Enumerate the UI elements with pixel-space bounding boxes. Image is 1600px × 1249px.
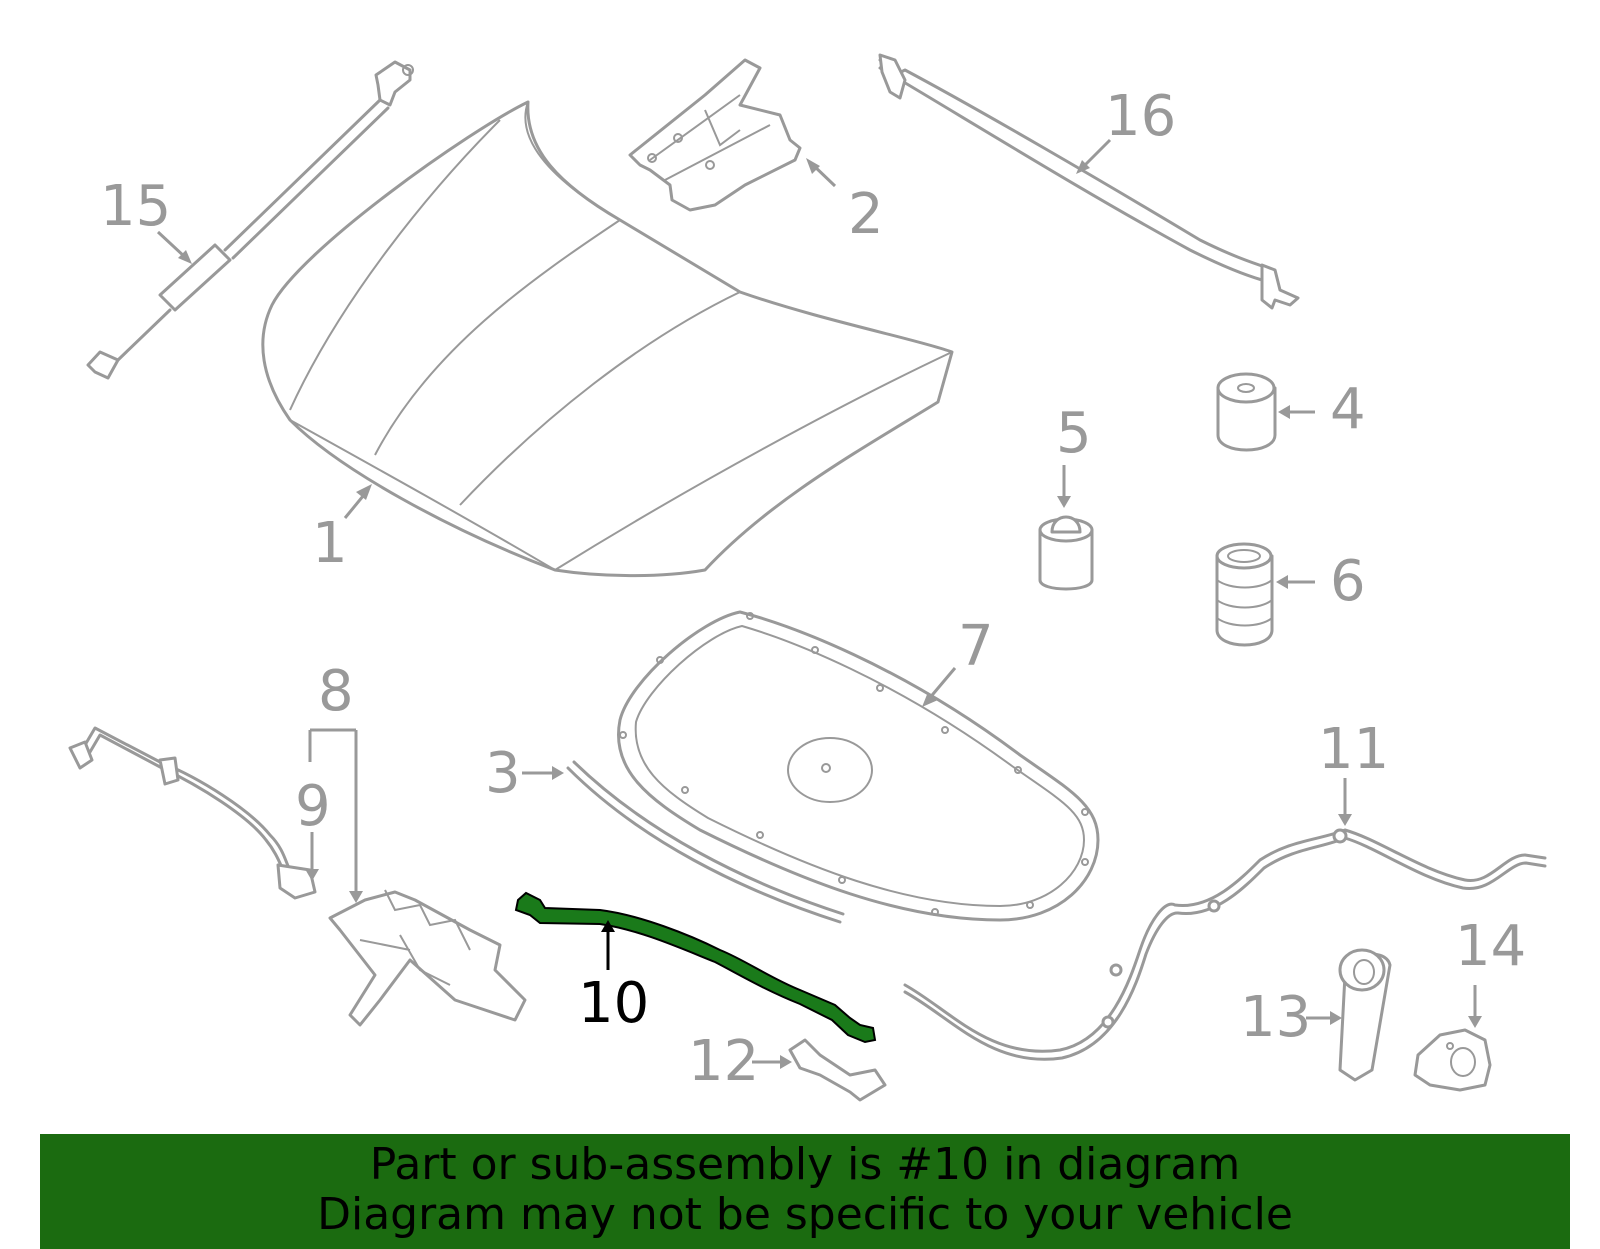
callout-13: 13 [1240,985,1311,1050]
part-11-cable [903,828,1547,1061]
part-9-latch [328,889,527,1027]
part-14-lock [1413,1028,1492,1092]
callout-16: 16 [1105,84,1176,149]
part-15-strut [86,60,414,380]
callout-7: 7 [958,614,994,679]
callout-8: 8 [318,659,354,724]
callout-5: 5 [1056,401,1092,466]
part-4-bumper [1216,372,1277,452]
callout-labels: 1 2 3 4 5 6 7 8 9 10 11 12 13 14 15 16 [100,84,1526,1094]
callout-15: 15 [100,174,171,239]
part-6-bumper [1215,542,1274,647]
callout-3: 3 [485,741,521,806]
part-2-hinge [628,58,802,212]
info-banner: Part or sub-assembly is #10 in diagram D… [40,1134,1570,1249]
part-1-hood [261,100,954,578]
part-3-seal-strip [566,760,845,924]
part-13-handle [1338,948,1392,1082]
part-16-seal [878,53,1300,310]
callout-6: 6 [1330,549,1366,614]
callout-10: 10 [578,971,649,1036]
part-5-bumper [1038,515,1094,591]
leader-arrows [156,138,1482,1069]
part-8-latch-cable [68,726,317,900]
banner-line-2: Diagram may not be specific to your vehi… [317,1189,1293,1240]
callout-12: 12 [688,1029,759,1094]
callout-2: 2 [848,182,884,247]
callout-1: 1 [312,511,348,576]
part-10-prop-rod [514,891,877,1044]
callout-14: 14 [1455,914,1526,979]
part-7-insulator [617,610,1100,922]
banner-line-1: Part or sub-assembly is #10 in diagram [369,1139,1241,1190]
callout-11: 11 [1318,717,1389,782]
callout-4: 4 [1330,377,1366,442]
part-12-bracket [788,1038,887,1102]
callout-9: 9 [295,774,331,839]
